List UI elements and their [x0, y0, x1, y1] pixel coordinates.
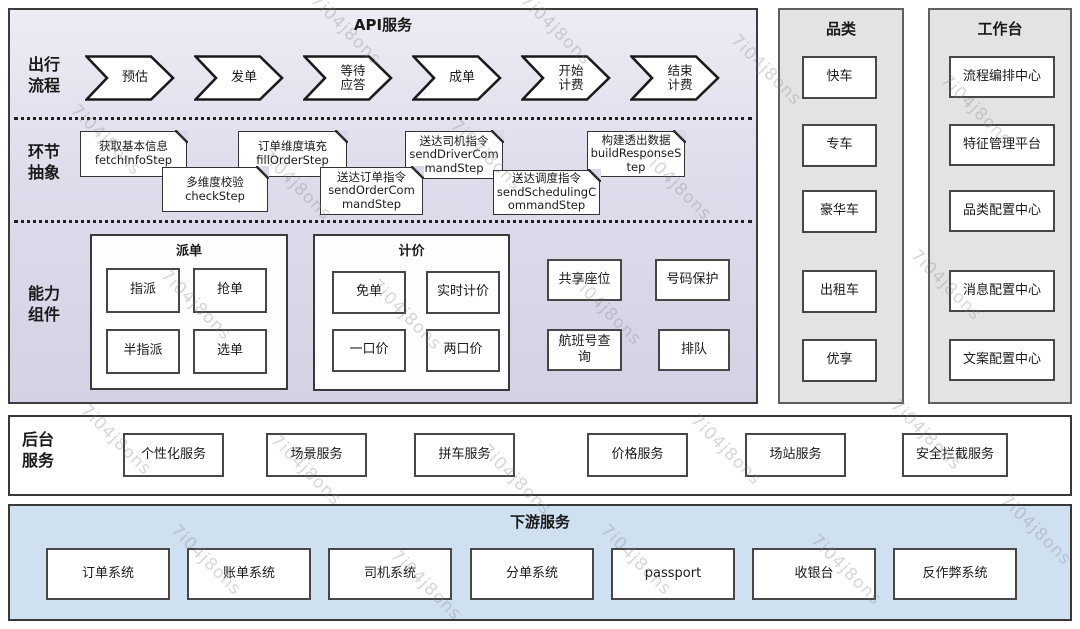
backend-section-label: 后台 服务 — [22, 430, 55, 470]
note-title: 订单维度填充 — [258, 139, 327, 154]
folded-corner-icon — [411, 166, 424, 179]
capability-item: 免单 — [332, 271, 406, 314]
note-title: 获取基本信息 — [99, 139, 168, 154]
chevron-arrow-shape — [521, 55, 611, 101]
note-code: fillOrderStep — [256, 153, 329, 167]
workbench-item: 品类配置中心 — [949, 190, 1055, 232]
flow-step-arrow: 发单 — [194, 55, 284, 101]
flow-step-arrow: 预估 — [85, 55, 175, 101]
capability-item: 一口价 — [332, 329, 406, 372]
category-item: 优享 — [802, 339, 877, 382]
capability-item: 实时计价 — [426, 271, 500, 314]
backend-service-item: 价格服务 — [587, 433, 688, 477]
capability-item: 抢单 — [193, 268, 267, 313]
category-item: 专车 — [802, 124, 877, 167]
note-title: 构建透出数据 — [601, 132, 671, 147]
workbench-item: 消息配置中心 — [949, 270, 1055, 312]
workbench-panel-title: 工作台 — [977, 20, 1023, 38]
chevron-arrow-shape — [85, 55, 175, 101]
downstream-system-item: 账单系统 — [187, 548, 311, 600]
chevron-arrow-shape — [630, 55, 720, 101]
abstraction-section-label: 环节 抽象 — [28, 142, 61, 182]
capability-item: 共享座位 — [547, 259, 622, 301]
backend-service-item: 场景服务 — [266, 433, 367, 477]
chevron-arrow-shape — [194, 55, 284, 101]
backend-service-item: 场站服务 — [745, 433, 846, 477]
note-code: checkStep — [185, 188, 245, 203]
flow-step-label: 预估 — [121, 69, 148, 85]
flow-step-arrow: 结束 计费 — [630, 55, 720, 101]
pricing-group-title: 计价 — [398, 244, 425, 259]
flow-step-arrow: 成单 — [412, 55, 502, 101]
note-code: sendSchedulingCommandStep — [496, 184, 597, 213]
flow-step-arrow: 等待 应答 — [303, 55, 393, 101]
note-title: 送达调度指令 — [512, 171, 581, 186]
dispatch-group-title: 派单 — [175, 244, 202, 259]
capability-item: 半指派 — [106, 329, 180, 374]
downstream-system-item: 分单系统 — [470, 548, 594, 600]
workbench-item: 特征管理平台 — [949, 124, 1055, 166]
dotted-divider — [14, 220, 752, 223]
note-code: buildResponseStep — [590, 146, 682, 174]
capability-item: 航班号查 询 — [547, 329, 622, 371]
category-item: 出租车 — [802, 270, 877, 313]
backend-service-item: 拼车服务 — [414, 433, 515, 477]
workbench-item: 文案配置中心 — [949, 339, 1055, 381]
capability-item: 选单 — [193, 329, 267, 374]
backend-service-item: 安全拦截服务 — [902, 433, 1008, 477]
capability-item: 排队 — [658, 329, 730, 371]
chevron-arrow-shape — [412, 55, 502, 101]
folded-corner-icon — [588, 169, 601, 182]
category-item: 快车 — [802, 56, 877, 99]
category-panel-title: 品类 — [825, 20, 856, 38]
folded-corner-icon — [673, 130, 686, 143]
note-code: sendOrderCommandStep — [328, 183, 415, 211]
flow-step-label: 等待 应答 — [340, 62, 366, 92]
folded-corner-icon — [256, 166, 269, 179]
abstraction-step-note: 构建透出数据 buildResponseStep — [587, 130, 686, 177]
api-panel-title: API服务 — [353, 16, 413, 34]
capability-section-label: 能力 组件 — [28, 284, 61, 324]
note-title: 多维度校验 — [186, 174, 244, 189]
flow-step-label: 成单 — [448, 69, 475, 85]
flow-step-label: 结束 计费 — [667, 62, 693, 92]
folded-corner-icon — [491, 130, 504, 143]
abstraction-step-note: 送达调度指令 sendSchedulingCommandStep — [493, 169, 601, 215]
downstream-system-item: 订单系统 — [46, 548, 170, 600]
flow-step-label: 发单 — [230, 69, 257, 85]
abstraction-step-note: 获取基本信息 fetchInfoStep — [80, 130, 188, 177]
category-item: 豪华车 — [802, 190, 877, 233]
chevron-arrow-shape — [303, 55, 393, 101]
workbench-item: 流程编排中心 — [949, 56, 1055, 98]
dotted-divider — [14, 117, 752, 120]
flow-step-arrow: 开始 计费 — [521, 55, 611, 101]
folded-corner-icon — [335, 130, 348, 143]
flow-step-label: 开始 计费 — [558, 62, 584, 92]
note-title: 送达司机指令 — [419, 133, 489, 148]
downstream-system-item: 反作弊系统 — [893, 548, 1017, 600]
flow-section-label: 出行 流程 — [28, 55, 61, 95]
note-code: fetchInfoStep — [94, 153, 173, 167]
downstream-system-item: 司机系统 — [328, 548, 452, 600]
downstream-system-item: passport — [611, 548, 735, 600]
capability-item: 指派 — [106, 268, 180, 313]
downstream-panel-title: 下游服务 — [509, 513, 570, 531]
abstraction-step-note: 送达订单指令 sendOrderCommandStep — [320, 166, 424, 215]
note-code: sendDriverCommandStep — [409, 147, 499, 175]
backend-service-item: 个性化服务 — [123, 433, 224, 477]
capability-item: 号码保护 — [655, 259, 730, 301]
folded-corner-icon — [175, 130, 188, 143]
abstraction-step-note: 多维度校验 checkStep — [162, 166, 269, 212]
downstream-system-item: 收银台 — [752, 548, 876, 600]
capability-item: 两口价 — [426, 329, 500, 372]
note-title: 送达订单指令 — [337, 169, 406, 184]
